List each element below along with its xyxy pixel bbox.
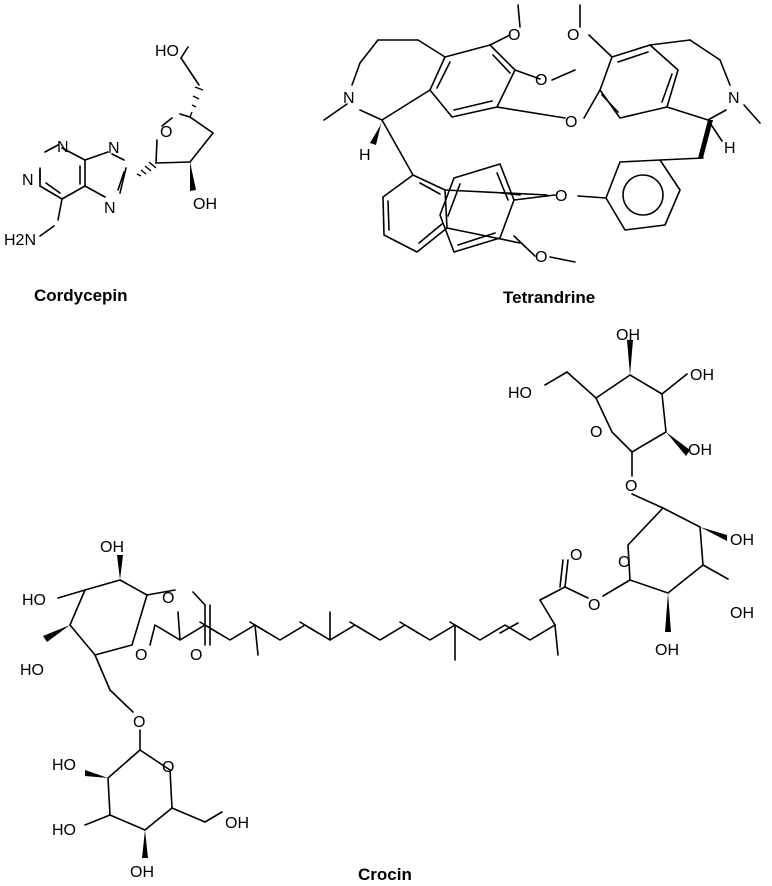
- atom-label: HO: [155, 43, 179, 60]
- tetrandrine-structure: [323, 4, 761, 263]
- atom-label: OH: [730, 532, 754, 549]
- atom-label: O: [588, 597, 600, 614]
- compound-name-tetrandrine: Tetrandrine: [503, 288, 595, 307]
- atom-label: N: [22, 172, 34, 189]
- compound-name-cordycepin: Cordycepin: [34, 286, 128, 305]
- atom-label: N: [57, 139, 69, 156]
- atom-label: O: [160, 124, 172, 141]
- atom-label: O: [618, 554, 630, 571]
- atom-label: HO: [22, 592, 46, 609]
- cordycepin-structure: [39, 46, 214, 237]
- atom-label: OH: [688, 442, 712, 459]
- atom-label: OH: [225, 815, 249, 832]
- atom-label: O: [133, 714, 145, 731]
- crocin-structure: [43, 340, 729, 858]
- atom-label: HO: [52, 757, 76, 774]
- atom-label: O: [535, 249, 547, 266]
- hashed-bond: [189, 86, 204, 118]
- atom-label: O: [508, 27, 520, 44]
- atom-label: O: [162, 759, 174, 776]
- atom-label: OH: [655, 642, 679, 659]
- atom-label: HO: [508, 385, 532, 402]
- atom-label: O: [555, 188, 567, 205]
- atom-label: N: [104, 200, 116, 217]
- atom-label: OH: [100, 539, 124, 556]
- atom-label: H2N: [4, 232, 36, 249]
- atom-label: OH: [130, 864, 154, 881]
- atom-label: OH: [616, 327, 640, 344]
- atom-label: OH: [193, 196, 217, 213]
- atom-label: O: [190, 647, 202, 664]
- atom-label: H: [359, 147, 371, 164]
- compound-name-crocin: Crocin: [358, 865, 412, 884]
- atom-label: OH: [730, 605, 754, 622]
- atom-label: O: [535, 72, 547, 89]
- atom-label: HO: [52, 822, 76, 839]
- atom-label: N: [728, 90, 740, 107]
- atom-label: O: [590, 424, 602, 441]
- atom-label: O: [570, 547, 582, 564]
- atom-label: HO: [20, 662, 44, 679]
- hashed-bond: [136, 161, 157, 177]
- atom-label: O: [567, 27, 579, 44]
- atom-label: OH: [690, 367, 714, 384]
- atom-label: O: [625, 478, 637, 495]
- atom-label: O: [162, 590, 174, 607]
- atom-label: O: [565, 114, 577, 131]
- atom-label: O: [135, 647, 147, 664]
- atom-label: H: [724, 140, 736, 157]
- atom-label: N: [343, 90, 355, 107]
- atom-label: N: [108, 140, 120, 157]
